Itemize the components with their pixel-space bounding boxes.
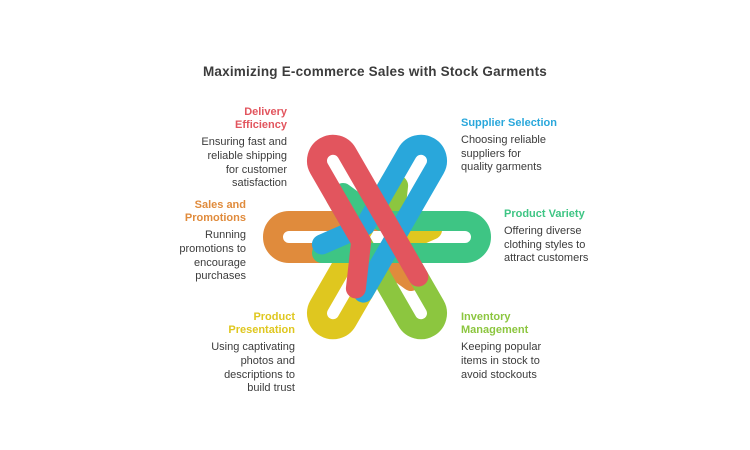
- label-delivery-efficiency-description: Ensuring fast and reliable shipping for …: [201, 136, 287, 190]
- label-inventory-management: Inventory Management Keeping popular ite…: [461, 311, 581, 382]
- label-delivery-efficiency: Delivery Efficiency Ensuring fast and re…: [152, 106, 287, 191]
- loop-inventory-management: [325, 175, 447, 340]
- loop-product-presentation: [307, 171, 443, 340]
- label-delivery-efficiency-heading: Delivery Efficiency: [235, 106, 287, 132]
- label-sales-and-promotions-description: Running promotions to encourage purchase…: [179, 229, 246, 283]
- interlocking-loops-graphic: [263, 134, 491, 340]
- label-inventory-management-description: Keeping popular items in stock to avoid …: [461, 341, 542, 381]
- label-supplier-selection-description: Choosing reliable suppliers for quality …: [461, 134, 546, 174]
- label-supplier-selection: Supplier Selection Choosing reliable sup…: [461, 117, 581, 175]
- label-sales-and-promotions-heading: Sales and Promotions: [184, 199, 246, 225]
- loop-supplier-selection: [311, 134, 447, 303]
- label-product-presentation: Product Presentation Using captivating p…: [160, 311, 295, 396]
- label-product-presentation-heading: Product Presentation: [228, 311, 295, 337]
- loop-product-variety: [312, 183, 491, 263]
- label-product-variety-heading: Product Variety: [504, 208, 585, 220]
- label-sales-and-promotions: Sales and Promotions Running promotions …: [106, 199, 246, 284]
- label-inventory-management-heading: Inventory Management: [461, 311, 529, 337]
- label-product-variety-description: Offering diverse clothing styles to attr…: [504, 225, 589, 265]
- label-product-variety: Product Variety Offering diverse clothin…: [504, 208, 624, 266]
- label-supplier-selection-heading: Supplier Selection: [461, 117, 557, 129]
- page-title: Maximizing E-commerce Sales with Stock G…: [202, 64, 547, 79]
- loop-delivery-efficiency: [307, 134, 429, 299]
- loop-sales-and-promotions: [263, 211, 442, 291]
- label-product-presentation-description: Using captivating photos and description…: [211, 341, 295, 395]
